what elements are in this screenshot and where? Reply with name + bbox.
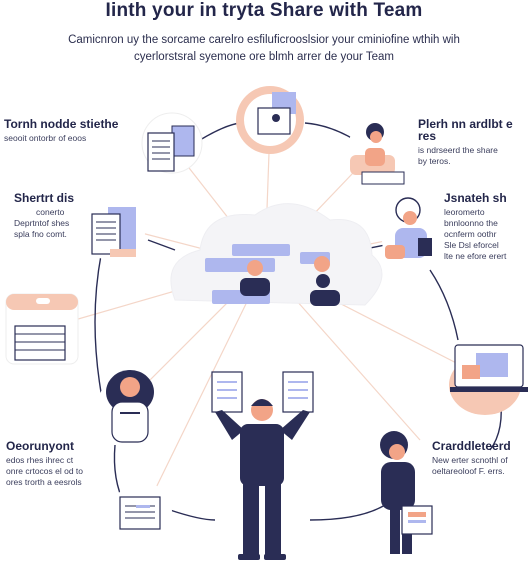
label-mid-right-body-2: bnnloonno the	[444, 218, 498, 228]
label-mid-left-body-1: conerto	[36, 207, 65, 217]
label-bottom-left-body-2: onre crtocos el od to	[6, 466, 84, 476]
label-mid-right-body-5: lte ne efore erert	[444, 251, 507, 261]
mid-right-headset-node	[382, 197, 442, 270]
far-left-device-node	[5, 293, 79, 365]
bottom-left-woman-node	[98, 370, 162, 443]
label-bottom-left-body-3: ores trorth a eesrols	[6, 477, 82, 487]
label-top-right: Plerh nn ardlbt e res is ndrseerd the sh…	[418, 118, 526, 167]
label-top-right-body-1: is ndrseerd the share	[418, 145, 498, 155]
bottom-right-woman-figure	[380, 431, 433, 554]
label-bottom-right-heading: Crarddleteerd	[432, 439, 511, 453]
page-subtitle: Camicnron uy the sorcame carelro esfiluf…	[20, 32, 508, 66]
top-right-person-node	[348, 118, 408, 185]
subtitle-line-2: cyerlorstsral syemone ore blmh arrer de …	[134, 51, 394, 63]
label-mid-left: Shertrt dis conerto Deprtntof shes spla …	[14, 192, 92, 240]
page-title: Iinth your in tryta Share with Team	[105, 0, 423, 21]
label-mid-right-heading: Jsnateh sh	[444, 191, 507, 205]
label-top-right-body-2: by teros.	[418, 156, 451, 166]
label-mid-right-body-4: Sle Dsl eforcel	[444, 240, 499, 250]
label-bottom-right: Crarddleteerd New erter scnothl of oelta…	[432, 440, 526, 477]
label-mid-right-body-1: leoromerto	[444, 207, 485, 217]
label-bottom-right-body-2: oeltareoloof F. errs.	[432, 466, 505, 476]
label-bottom-left-body-1: edos rhes ihrec ct	[6, 455, 74, 465]
top-center-node	[236, 86, 304, 154]
label-mid-left-heading: Shertrt dis	[14, 191, 75, 205]
label-mid-left-body-2: Deprtntof shes	[14, 218, 70, 228]
central-cloud-node	[170, 203, 383, 306]
label-mid-right-body-3: ocnferm oothr	[444, 229, 497, 239]
mid-left-docs-node	[85, 202, 145, 262]
right-laptop-node	[449, 344, 528, 415]
label-mid-left-body-3: spla fno comt.	[14, 229, 67, 239]
subtitle-line-1: Camicnron uy the sorcame carelro esfiluf…	[68, 34, 460, 46]
center-man-figure	[211, 371, 314, 560]
top-left-docs-node	[141, 112, 203, 174]
label-bottom-left-heading: Oeorunyont	[6, 439, 74, 453]
label-bottom-left: Oeorunyont edos rhes ihrec ct onre crtoc…	[6, 440, 106, 488]
label-top-left-body: seooit ontorbr of eoos	[4, 133, 87, 143]
label-top-right-heading: Plerh nn ardlbt e res	[418, 117, 513, 143]
label-top-left-heading: Tornh nodde stiethe	[4, 117, 119, 131]
bottom-left-doc-node	[112, 482, 172, 542]
label-top-left: Tornh nodde stiethe seooit ontorbr of eo…	[4, 118, 132, 144]
label-bottom-right-body-1: New erter scnothl of	[432, 455, 508, 465]
label-mid-right: Jsnateh sh leoromerto bnnloonno the ocnf…	[444, 192, 526, 262]
